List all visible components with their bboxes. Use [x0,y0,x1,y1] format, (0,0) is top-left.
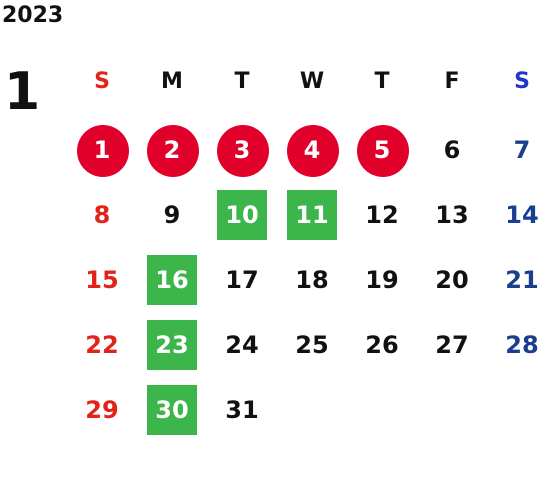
weekday-header-mon: M [161,68,183,94]
calendar-day[interactable]: 28 [505,331,539,359]
calendar-day[interactable]: 24 [225,331,259,359]
calendar-day[interactable]: 4 [284,125,340,177]
weekday-header-sun: S [94,68,110,94]
calendar-day[interactable]: 20 [435,266,469,294]
calendar-day[interactable]: 15 [85,266,119,294]
calendar-day[interactable]: 3 [214,125,270,177]
calendar-day[interactable]: 22 [85,331,119,359]
calendar-day[interactable]: 26 [365,331,399,359]
calendar-day[interactable]: 14 [505,201,539,229]
calendar-day[interactable]: 9 [163,201,181,229]
year-label: 2023 [2,3,64,28]
calendar-day[interactable]: 17 [225,266,259,294]
calendar-day[interactable]: 1 [74,125,130,177]
calendar-day[interactable]: 12 [365,201,399,229]
weekday-header-thu: T [374,68,390,94]
calendar-day[interactable]: 31 [225,396,259,424]
calendar-day[interactable]: 30 [144,385,200,435]
calendar-day[interactable]: 2 [144,125,200,177]
calendar-day[interactable]: 13 [435,201,469,229]
calendar-day[interactable]: 5 [354,125,410,177]
month-number: 1 [4,62,41,122]
calendar-day[interactable]: 16 [144,255,200,305]
calendar-day[interactable]: 25 [295,331,329,359]
calendar-day[interactable]: 19 [365,266,399,294]
calendar-day[interactable]: 23 [144,320,200,370]
calendar-day[interactable]: 6 [443,136,461,164]
calendar-day[interactable]: 7 [513,136,531,164]
weekday-header-fri: F [444,68,460,94]
weekday-header-tue: T [234,68,250,94]
calendar-day[interactable]: 18 [295,266,329,294]
calendar-day[interactable]: 21 [505,266,539,294]
calendar-day[interactable]: 27 [435,331,469,359]
calendar-day[interactable]: 10 [214,190,270,240]
calendar-day[interactable]: 29 [85,396,119,424]
weekday-header-sat: S [514,68,530,94]
calendar-day[interactable]: 11 [284,190,340,240]
weekday-header-wed: W [299,68,325,94]
calendar-day[interactable]: 8 [93,201,111,229]
